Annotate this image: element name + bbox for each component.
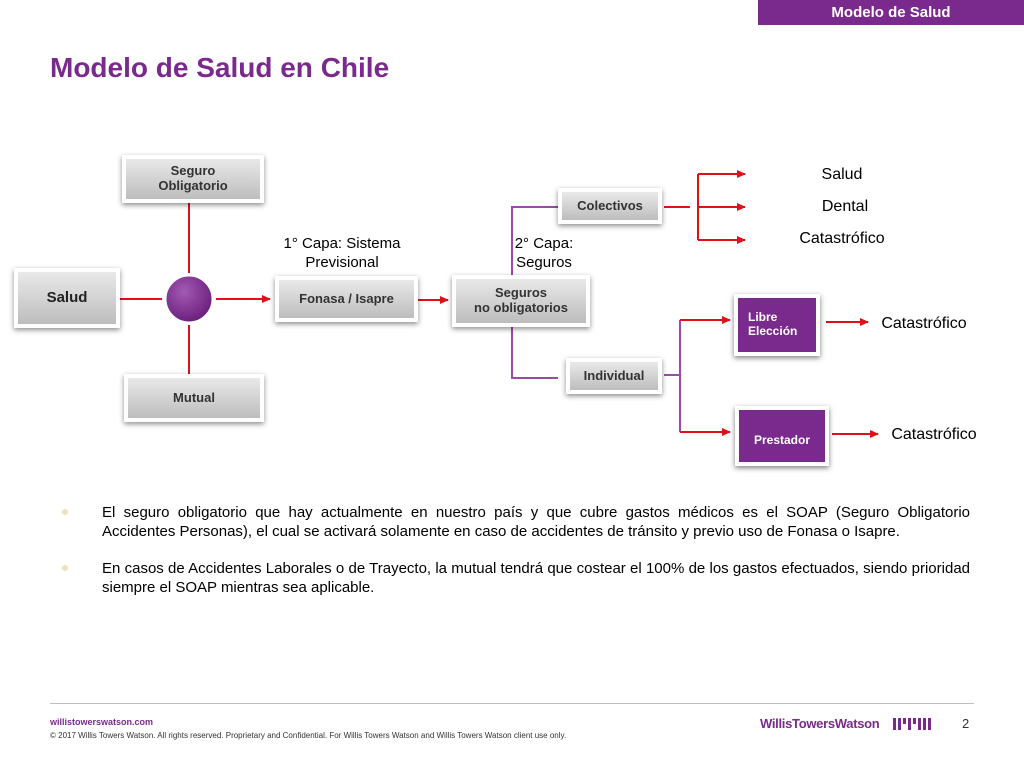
seguros-no-obligatorios-label: Seguros no obligatorios xyxy=(474,285,568,315)
salud-label: Salud xyxy=(46,289,88,307)
outcome-catastrofico-colectivos: Catastrófico xyxy=(799,230,885,247)
outcome-catastrofico-libre: Catastrófico xyxy=(881,315,967,332)
bullet-list: El seguro obligatorio que hay actualment… xyxy=(62,503,970,615)
prestador-box: Prestador xyxy=(735,406,829,466)
bullet-dot-icon xyxy=(62,565,68,571)
bullet-dot-icon xyxy=(62,509,68,515)
footer-copyright: © 2017 Willis Towers Watson. All rights … xyxy=(50,731,567,740)
fonasa-isapre-box: Fonasa / Isapre xyxy=(275,276,418,322)
seguro-obligatorio-label: Seguro Obligatorio xyxy=(158,163,228,193)
page-title: Modelo de Salud en Chile xyxy=(50,52,390,83)
footer-divider xyxy=(50,703,974,704)
capa2-label: 2° Capa: Seguros xyxy=(514,235,574,271)
outcome-dental: Dental xyxy=(821,198,869,215)
footer-url[interactable]: willistowerswatson.com xyxy=(50,717,154,727)
salud-box: Salud xyxy=(14,268,120,328)
connector-seguros-individual xyxy=(511,326,558,379)
libre-eleccion-label: Libre Elección xyxy=(748,310,798,338)
seguro-obligatorio-box: Seguro Obligatorio xyxy=(122,155,264,203)
seguros-no-obligatorios-box: Seguros no obligatorios xyxy=(452,275,590,327)
hub-circle xyxy=(163,273,215,325)
individual-label: Individual xyxy=(583,367,645,383)
outcome-catastrofico-prestador: Catastrófico xyxy=(891,426,977,443)
brand-logo-text: WillisTowersWatson xyxy=(760,716,880,731)
colectivos-box: Colectivos xyxy=(558,188,662,224)
fonasa-isapre-label: Fonasa / Isapre xyxy=(299,290,394,306)
mutual-box: Mutual xyxy=(124,374,264,422)
prestador-label: Prestador xyxy=(753,433,811,448)
page-number: 2 xyxy=(962,716,970,731)
colectivos-label: Colectivos xyxy=(577,197,643,213)
connector-seguros-colectivos xyxy=(511,206,558,276)
bullet-item: El seguro obligatorio que hay actualment… xyxy=(62,503,970,541)
libre-eleccion-box: Libre Elección xyxy=(734,294,820,356)
outcome-salud: Salud xyxy=(821,166,863,183)
mutual-label: Mutual xyxy=(173,389,215,405)
capa1-label: 1° Capa: Sistema Previsional xyxy=(283,235,401,271)
individual-box: Individual xyxy=(566,358,662,394)
bullet-item: En casos de Accidentes Laborales o de Tr… xyxy=(62,559,970,597)
brand-mark-icon xyxy=(893,718,931,730)
section-tab: Modelo de Salud xyxy=(758,0,1024,25)
